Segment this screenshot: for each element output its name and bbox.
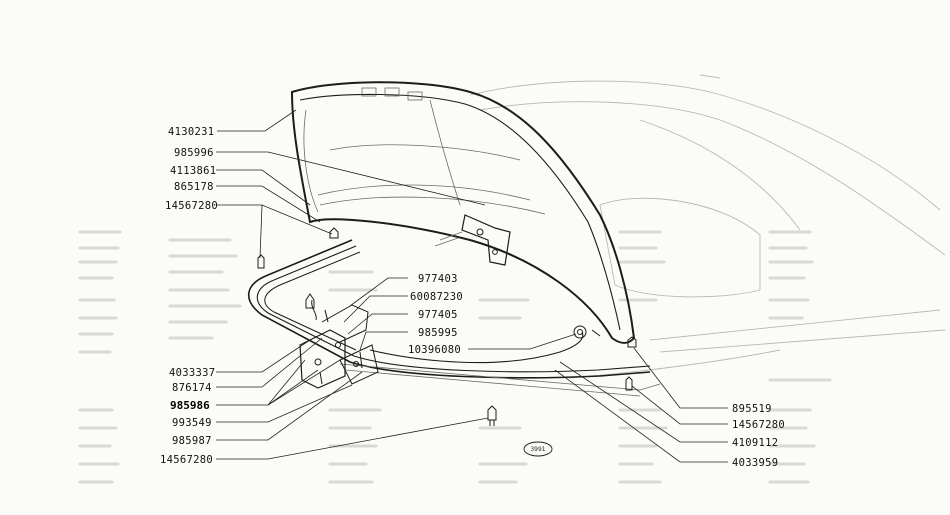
release-cable	[369, 325, 601, 364]
page-number-badge: 3991	[523, 441, 553, 457]
part-label: 60087230	[410, 291, 463, 303]
fasteners	[257, 227, 637, 426]
center-part-labels: 977403 60087230 977405 985995 10396080	[408, 273, 463, 356]
part-label: 977405	[418, 309, 458, 321]
leader-lines	[216, 109, 728, 463]
part-label: 977403	[418, 273, 458, 285]
latch-mechanism	[299, 299, 379, 389]
seal-channel	[247, 239, 661, 397]
part-label: 985987	[172, 435, 212, 447]
part-label: 14567280	[165, 200, 218, 212]
car-body-outline	[469, 74, 946, 379]
part-label: 876174	[172, 382, 212, 394]
part-label: 865178	[174, 181, 214, 193]
part-label: 895519	[732, 403, 772, 415]
part-label: 985995	[418, 327, 458, 339]
page-number: 3991	[530, 446, 545, 453]
right-part-labels: 895519 14567280 4109112 4033959	[732, 403, 785, 469]
part-label: 10396080	[408, 344, 461, 356]
part-label: 4130231	[168, 126, 214, 138]
part-label: 993549	[172, 417, 212, 429]
left-part-labels: 4130231 985996 4113861 865178 14567280 4…	[160, 126, 218, 466]
part-label: 4113861	[170, 165, 216, 177]
part-label: 4033959	[732, 457, 778, 469]
part-label: 4109112	[732, 437, 778, 449]
background-ghost-text	[78, 230, 832, 484]
part-label: 14567280	[160, 454, 213, 466]
part-label: 4033337	[169, 367, 215, 379]
hinge-bracket	[434, 214, 511, 266]
part-label: 14567280	[732, 419, 785, 431]
part-label-emphasis: 985986	[170, 399, 210, 412]
hood-lid	[290, 81, 636, 344]
part-label: 985996	[174, 147, 214, 159]
